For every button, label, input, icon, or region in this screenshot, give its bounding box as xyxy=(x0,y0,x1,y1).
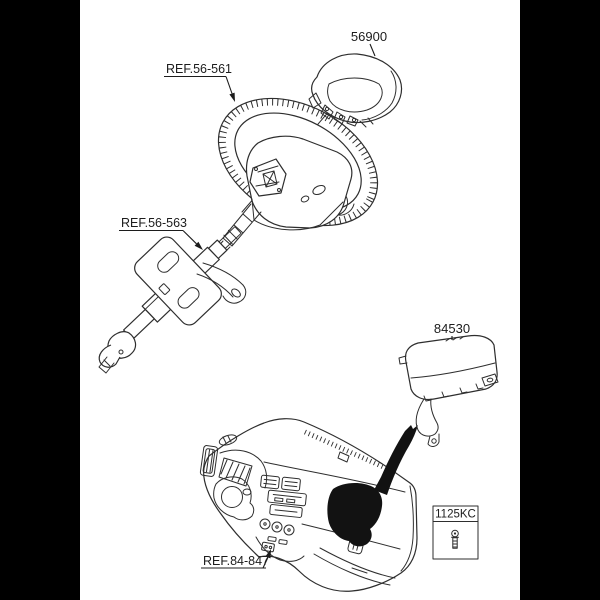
leader-arrowhead xyxy=(194,241,203,250)
callout-ref-56-561: REF.56-561 xyxy=(164,62,235,102)
part-label-56900[interactable]: 56900 xyxy=(351,29,387,44)
ref-link-84-847[interactable]: REF.84-847 xyxy=(203,554,269,568)
ref-link-56-561[interactable]: REF.56-561 xyxy=(166,62,232,76)
leader-line xyxy=(225,76,233,94)
leader-arrowhead xyxy=(265,549,271,559)
leader-line xyxy=(182,230,197,245)
fastener-box: 1125KC xyxy=(432,505,479,560)
driver-airbag-module-drawing xyxy=(241,53,403,213)
callout-84530: 84530 xyxy=(434,321,470,340)
leader-arrowhead xyxy=(229,92,235,102)
deploy-arrow xyxy=(327,425,418,547)
passenger-airbag-module-drawing xyxy=(398,334,499,447)
ref-link-56-563[interactable]: REF.56-563 xyxy=(121,216,187,230)
callout-ref-84-847: REF.84-847 xyxy=(201,549,271,569)
fastener-code-label[interactable]: 1125KC xyxy=(435,509,476,521)
callout-ref-56-563: REF.56-563 xyxy=(119,216,203,250)
part-label-84530[interactable]: 84530 xyxy=(434,321,470,336)
bolt-icon xyxy=(451,529,459,549)
callout-56900: 56900 xyxy=(351,29,387,57)
steering-column-drawing xyxy=(98,226,247,374)
fastener-box-frame xyxy=(432,505,479,560)
leader-line xyxy=(262,557,269,569)
leader-line xyxy=(369,43,376,57)
